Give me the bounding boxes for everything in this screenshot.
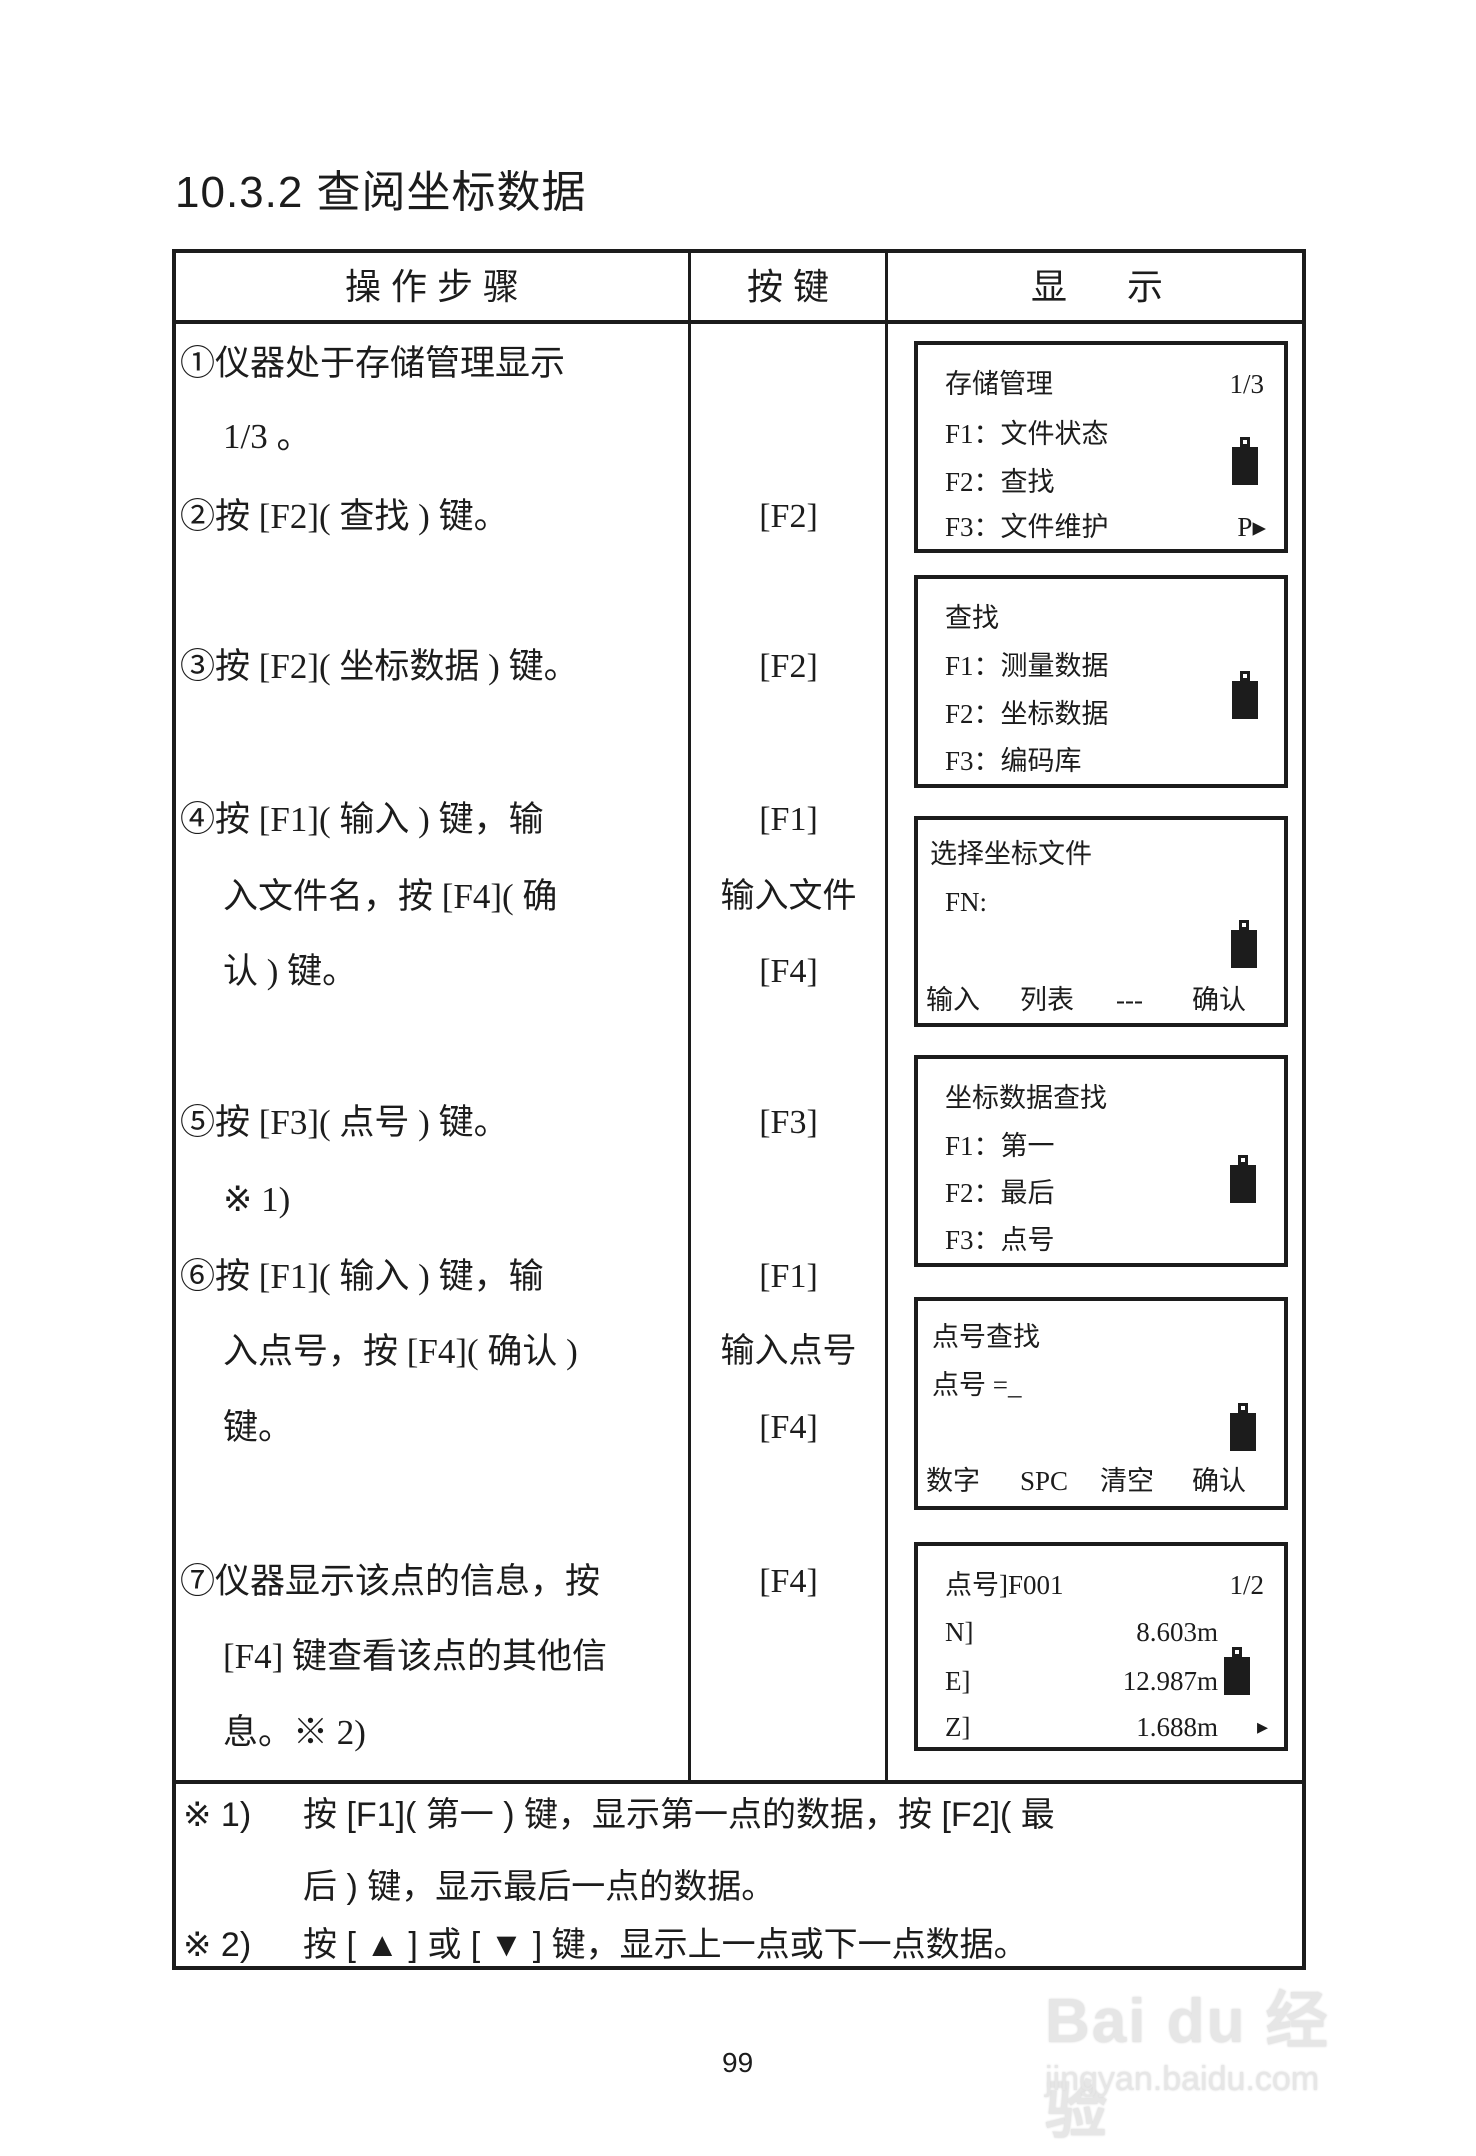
softkey-numeric: 数字 <box>926 1466 980 1496</box>
coord-label-n: N] <box>945 1617 974 1647</box>
step-6-line-2: 入点号，按 [F4]( 确认 ) <box>223 1332 578 1371</box>
battery-icon <box>1231 920 1257 968</box>
softkey-list: 列表 <box>1020 985 1074 1015</box>
key-f3: [F3] <box>759 1104 818 1141</box>
screen-memory-management: 存储管理 1/3 F1：文件状态 F2：查找 F3：文件维护 P▸ <box>914 341 1288 553</box>
screen-title: 存储管理 <box>945 369 1053 399</box>
next-page-arrow-icon: ▸ <box>1256 1714 1268 1739</box>
page-indicator: 1/3 <box>1229 369 1264 399</box>
step-5-line-1: ⑤按 [F3]( 点号 ) 键。 <box>180 1103 509 1142</box>
footnote-1-line-2: 后 ) 键，显示最后一点的数据。 <box>303 1868 776 1906</box>
step-5-line-2: ※ 1) <box>223 1180 291 1219</box>
menu-item-f1: F1：文件状态 <box>945 419 1109 449</box>
softkey-confirm: 确认 <box>1192 1466 1246 1496</box>
coord-value-e: 12.987m <box>1122 1666 1218 1696</box>
watermark-url: jingyan.baidu.com <box>1045 2060 1320 2098</box>
key-f1: [F1] <box>759 801 818 838</box>
menu-item-f1: F1：测量数据 <box>945 651 1109 681</box>
filename-field-label: FN: <box>945 887 988 917</box>
menu-item-f2: F2：坐标数据 <box>945 699 1109 729</box>
header-display: 显 示 <box>1030 266 1163 307</box>
softkey-input: 输入 <box>926 985 980 1015</box>
key-input-filename: 输入文件 <box>720 878 857 915</box>
key-f4: [F4] <box>759 1409 818 1446</box>
menu-item-f1: F1：第一 <box>945 1131 1055 1161</box>
footnote-divider <box>172 1780 1306 1784</box>
softkey-clear: 清空 <box>1100 1466 1154 1496</box>
watermark: Bai du 经验 jingyan.baidu.com <box>1045 1950 1385 2146</box>
step-4-line-3: 认 ) 键。 <box>223 952 358 991</box>
key-f4: [F4] <box>759 953 818 990</box>
menu-item-f2: F2：查找 <box>945 467 1055 497</box>
menu-item-f3: F3：编码库 <box>945 746 1082 776</box>
menu-item-f2: F2：最后 <box>945 1178 1055 1208</box>
footnote-1-line-1: 按 [F1]( 第一 ) 键，显示第一点的数据，按 [F2]( 最 <box>303 1796 1055 1834</box>
screen-select-coordinate-file: 选择坐标文件 FN: 输入 列表 --- 确认 <box>914 816 1288 1027</box>
footnote-2-line-1: 按 [ ▲ ] 或 [ ▼ ] 键，显示上一点或下一点数据。 <box>303 1926 1028 1964</box>
footnote-1-mark: ※ 1) <box>183 1796 252 1834</box>
page-number: 99 <box>722 2047 754 2078</box>
step-2-line-1: ②按 [F2]( 查找 ) 键。 <box>180 497 509 536</box>
screen-point-detail: 点号]F001 1/2 N] 8.603m E] 12.987m Z] 1.68… <box>914 1542 1288 1751</box>
battery-icon <box>1224 1647 1250 1695</box>
softkey-space: SPC <box>1020 1466 1069 1496</box>
procedure-table <box>172 249 1306 1970</box>
key-f2: [F2] <box>759 648 818 685</box>
step-7-line-3: 息。※ 2) <box>223 1713 366 1752</box>
menu-item-f3: F3：文件维护 <box>945 512 1109 542</box>
screen-title: 坐标数据查找 <box>945 1083 1107 1113</box>
header-divider <box>172 320 1306 324</box>
key-input-point-number: 输入点号 <box>720 1333 857 1370</box>
key-f2: [F2] <box>759 498 818 535</box>
baidu-logo-icon: Bai du 经验 <box>1045 1987 1330 2146</box>
key-f1: [F1] <box>759 1258 818 1295</box>
header-keys: 按 键 <box>746 266 829 307</box>
screen-coordinate-data-search: 坐标数据查找 F1：第一 F2：最后 F3：点号 <box>914 1055 1288 1267</box>
step-1-line-2: 1/3 。 <box>223 417 312 456</box>
step-1-line-1: ①仪器处于存储管理显示 <box>180 344 566 383</box>
coord-label-z: Z] <box>945 1712 971 1742</box>
coord-value-n: 8.603m <box>1136 1617 1218 1647</box>
screen-search: 查找 F1：测量数据 F2：坐标数据 F3：编码库 <box>914 575 1288 788</box>
key-f4: [F4] <box>759 1563 818 1600</box>
step-4-line-2: 入文件名，按 [F4]( 确 <box>223 877 558 916</box>
step-3-line-1: ③按 [F2]( 坐标数据 ) 键。 <box>180 647 579 686</box>
point-number-field: 点号 =_ <box>932 1370 1022 1400</box>
step-7-line-2: [F4] 键查看该点的其他信 <box>223 1637 608 1676</box>
coord-value-z: 1.688m <box>1136 1712 1218 1742</box>
step-7-line-1: ⑦仪器显示该点的信息，按 <box>180 1562 601 1601</box>
footnote-2-mark: ※ 2) <box>183 1926 252 1964</box>
screen-point-number-search: 点号查找 点号 =_ 数字 SPC 清空 确认 <box>914 1297 1288 1510</box>
menu-item-f3: F3：点号 <box>945 1225 1055 1255</box>
screen-title: 查找 <box>945 603 999 633</box>
screen-title: 点号]F001 <box>945 1570 1064 1600</box>
softkey-empty: --- <box>1116 985 1143 1015</box>
battery-icon <box>1230 1155 1256 1203</box>
next-page-indicator: P▸ <box>1237 512 1266 542</box>
step-6-line-1: ⑥按 [F1]( 输入 ) 键，输 <box>180 1257 544 1296</box>
battery-icon <box>1232 671 1258 719</box>
screen-title: 点号查找 <box>932 1322 1040 1352</box>
column-divider-steps-keys <box>688 250 691 1783</box>
header-steps: 操 作 步 骤 <box>344 266 519 307</box>
section-title: 10.3.2 查阅坐标数据 <box>175 168 587 217</box>
step-6-line-3: 键。 <box>223 1408 294 1447</box>
screen-title: 选择坐标文件 <box>930 839 1092 869</box>
softkey-confirm: 确认 <box>1192 985 1246 1015</box>
step-4-line-1: ④按 [F1]( 输入 ) 键，输 <box>180 800 544 839</box>
column-divider-keys-display <box>885 250 888 1783</box>
battery-icon <box>1232 437 1258 485</box>
coord-label-e: E] <box>945 1666 971 1696</box>
page-indicator: 1/2 <box>1229 1570 1264 1600</box>
battery-icon <box>1230 1403 1256 1451</box>
